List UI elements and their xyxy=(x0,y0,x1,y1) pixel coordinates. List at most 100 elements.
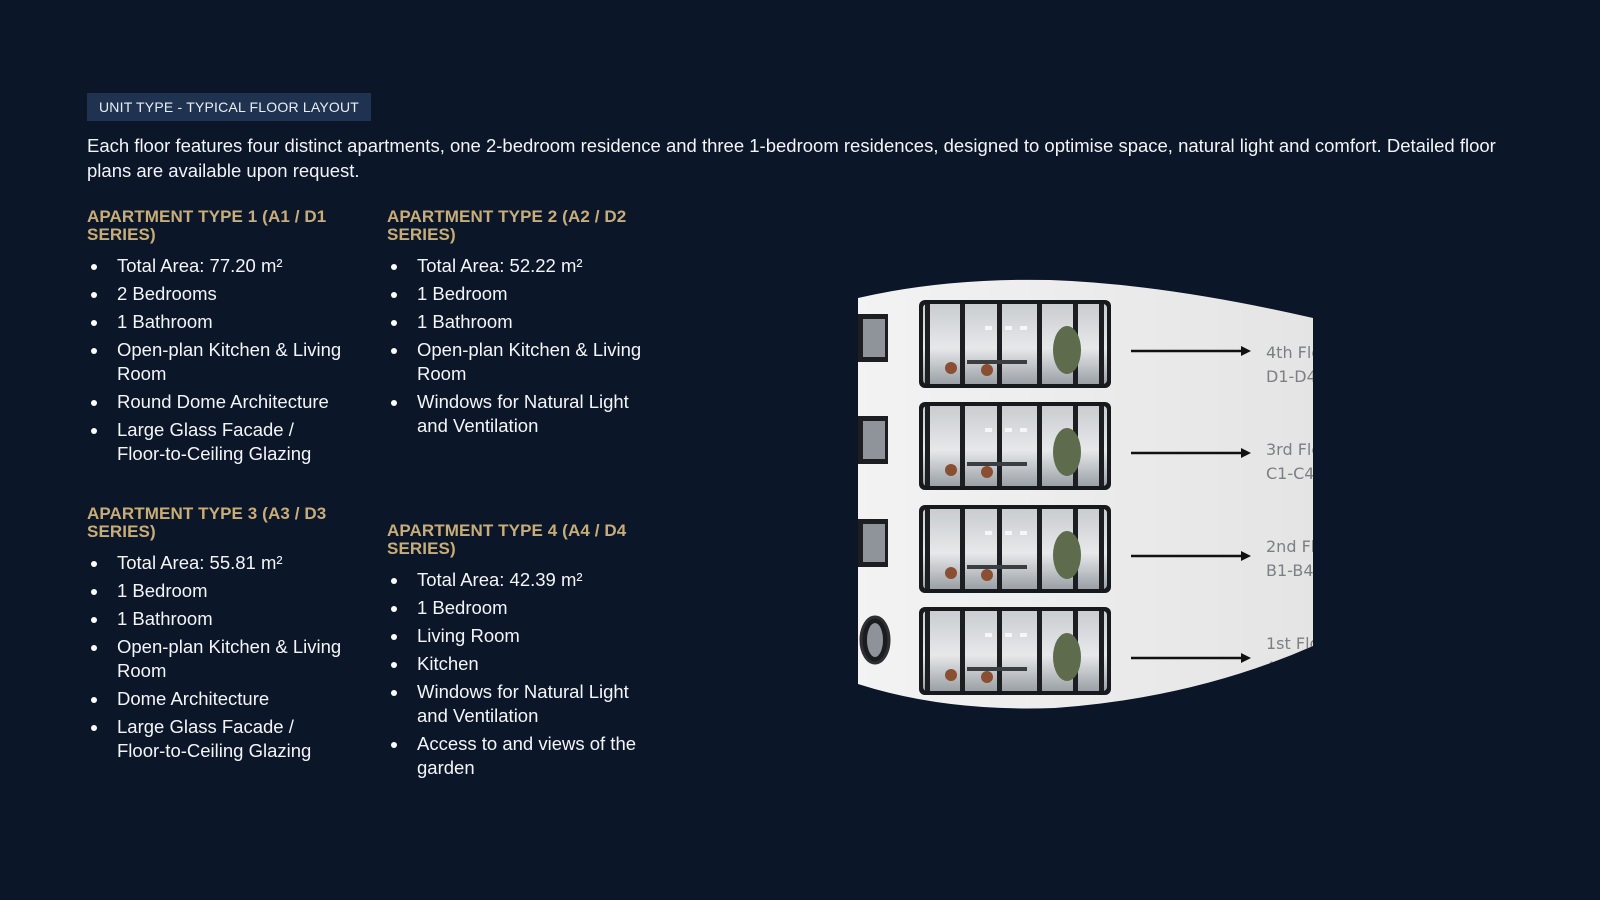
window-mullion xyxy=(960,509,965,589)
side-window-glass-icon xyxy=(863,421,885,459)
feature-list: Total Area: 55.81 m² 1 Bedroom 1 Bathroo… xyxy=(87,551,342,763)
interior-lamp-icon xyxy=(1020,633,1027,637)
interior-plant-icon xyxy=(1053,531,1081,579)
interior-lamp-icon xyxy=(1005,531,1012,535)
window-mullion xyxy=(960,611,965,691)
floor-units: C1-C4 xyxy=(1266,464,1314,483)
window-mullion xyxy=(997,304,1002,384)
feature-item: Windows for Natural Light and Ventilatio… xyxy=(387,680,642,728)
interior-plant-icon xyxy=(1053,633,1081,681)
arrow-right-icon xyxy=(1241,551,1251,561)
feature-item: Open-plan Kitchen & Living Room xyxy=(87,338,342,386)
feature-item: 1 Bathroom xyxy=(87,607,342,631)
window-mullion xyxy=(925,304,930,384)
interior-lamp-icon xyxy=(985,326,992,330)
interior-plant-icon xyxy=(1053,428,1081,476)
floor-units: A1-A4 xyxy=(1266,658,1314,677)
feature-item: Kitchen xyxy=(387,652,642,676)
window-mullion xyxy=(1037,509,1042,589)
interior-chair xyxy=(945,362,957,374)
side-window-glass-icon xyxy=(863,319,885,357)
window-mullion xyxy=(1099,611,1104,691)
feature-item: 1 Bedroom xyxy=(387,282,642,306)
side-window-glass-icon xyxy=(863,524,885,562)
window-mullion xyxy=(925,611,930,691)
interior-table xyxy=(967,565,1027,569)
apartment-title: APARTMENT TYPE 3 (A3 / D3 SERIES) xyxy=(87,504,327,541)
feature-item: Living Room xyxy=(387,624,642,648)
floor-label: 4th Floor xyxy=(1266,343,1338,362)
window-mullion xyxy=(925,509,930,589)
feature-item: Total Area: 52.22 m² xyxy=(387,254,642,278)
feature-item: Open-plan Kitchen & Living Room xyxy=(387,338,642,386)
feature-item: Total Area: 42.39 m² xyxy=(387,568,642,592)
interior-lamp-icon xyxy=(1005,633,1012,637)
window-mullion xyxy=(1037,611,1042,691)
interior-chair xyxy=(981,364,993,376)
window-mullion xyxy=(997,611,1002,691)
interior-lamp-icon xyxy=(1020,428,1027,432)
interior-lamp-icon xyxy=(1020,531,1027,535)
floor-label: 1st Floor xyxy=(1266,634,1336,653)
interior-table xyxy=(967,360,1027,364)
interior-lamp-icon xyxy=(985,531,992,535)
feature-item: 1 Bathroom xyxy=(387,310,642,334)
feature-item: Large Glass Facade / Floor-to-Ceiling Gl… xyxy=(87,715,342,763)
feature-list: Total Area: 52.22 m² 1 Bedroom 1 Bathroo… xyxy=(387,254,642,438)
arrow-right-icon xyxy=(1241,653,1251,663)
window-mullion xyxy=(997,406,1002,486)
interior-lamp-icon xyxy=(985,633,992,637)
window-mullion xyxy=(997,509,1002,589)
floor-label: 2nd Floor xyxy=(1266,537,1342,556)
interior-table xyxy=(967,462,1027,466)
apartment-title: APARTMENT TYPE 2 (A2 / D2 SERIES) xyxy=(387,207,627,244)
feature-item: Access to and views of the garden xyxy=(387,732,642,780)
interior-chair xyxy=(981,466,993,478)
interior-lamp-icon xyxy=(1005,428,1012,432)
feature-item: 1 Bedroom xyxy=(387,596,642,620)
section-tag: UNIT TYPE - TYPICAL FLOOR LAYOUT xyxy=(87,93,372,121)
apartment-type-4: APARTMENT TYPE 4 (A4 / D4 SERIES) Total … xyxy=(387,522,642,784)
apartment-type-2: APARTMENT TYPE 2 (A2 / D2 SERIES) Total … xyxy=(387,208,642,442)
interior-lamp-icon xyxy=(1005,326,1012,330)
interior-lamp-icon xyxy=(1020,326,1027,330)
apartment-title: APARTMENT TYPE 4 (A4 / D4 SERIES) xyxy=(387,521,627,558)
feature-item: Total Area: 77.20 m² xyxy=(87,254,342,278)
building-illustration: 4th Floor D1-D4 3rd Floor C1-C4 2nd Floo… xyxy=(858,279,1342,709)
feature-list: Total Area: 77.20 m² 2 Bedrooms 1 Bathro… xyxy=(87,254,342,466)
window-mullion xyxy=(1037,406,1042,486)
feature-item: 1 Bathroom xyxy=(87,310,342,334)
floor-label: 3rd Floor xyxy=(1266,440,1338,459)
apartment-type-3: APARTMENT TYPE 3 (A3 / D3 SERIES) Total … xyxy=(87,505,342,767)
window-mullion xyxy=(925,406,930,486)
interior-plant-icon xyxy=(1053,326,1081,374)
interior-chair xyxy=(981,569,993,581)
interior-chair xyxy=(945,464,957,476)
interior-lamp-icon xyxy=(985,428,992,432)
apartment-title: APARTMENT TYPE 1 (A1 / D1 SERIES) xyxy=(87,207,327,244)
window-mullion xyxy=(1099,304,1104,384)
window-mullion xyxy=(1099,509,1104,589)
feature-item: Total Area: 55.81 m² xyxy=(87,551,342,575)
feature-item: Windows for Natural Light and Ventilatio… xyxy=(387,390,642,438)
apartment-type-1: APARTMENT TYPE 1 (A1 / D1 SERIES) Total … xyxy=(87,208,342,470)
feature-item: 2 Bedrooms xyxy=(87,282,342,306)
interior-chair xyxy=(945,567,957,579)
interior-chair xyxy=(945,669,957,681)
interior-table xyxy=(967,667,1027,671)
arrow-right-icon xyxy=(1241,346,1251,356)
interior-chair xyxy=(981,671,993,683)
feature-item: Dome Architecture xyxy=(87,687,342,711)
window-mullion xyxy=(1037,304,1042,384)
feature-list: Total Area: 42.39 m² 1 Bedroom Living Ro… xyxy=(387,568,642,780)
feature-item: Open-plan Kitchen & Living Room xyxy=(87,635,342,683)
window-mullion xyxy=(960,304,965,384)
floor-units: B1-B4 xyxy=(1266,561,1314,580)
intro-paragraph: Each floor features four distinct apartm… xyxy=(87,135,1496,181)
feature-item: Round Dome Architecture xyxy=(87,390,342,414)
window-mullion xyxy=(1099,406,1104,486)
arrow-right-icon xyxy=(1241,448,1251,458)
porthole-glass-icon xyxy=(867,623,883,657)
floor-units: D1-D4 xyxy=(1266,367,1317,386)
feature-item: 1 Bedroom xyxy=(87,579,342,603)
